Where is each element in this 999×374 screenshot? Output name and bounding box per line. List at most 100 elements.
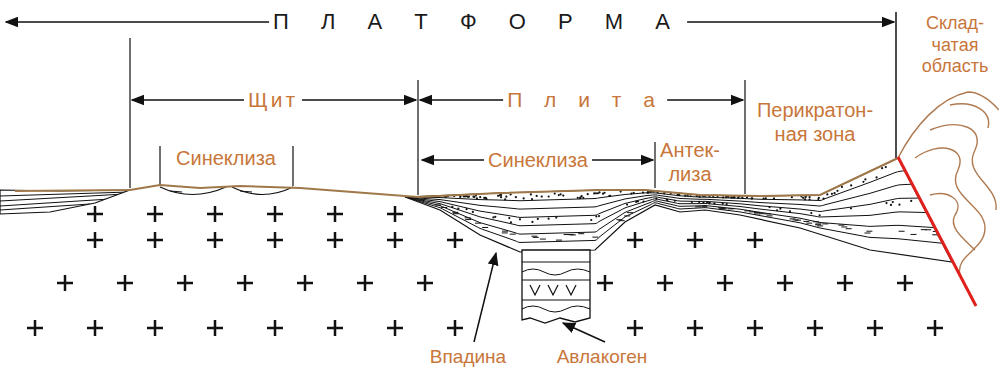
leader-arrow [474,253,496,342]
clay-dash [531,236,537,237]
sand-dot [822,198,824,200]
sand-dot [479,196,481,198]
sand-dot [924,162,926,164]
sand-dot [706,201,708,203]
clay-dash [925,229,931,230]
clay-dash [502,231,508,232]
basement-cross [267,320,283,336]
sand-dot [836,190,838,192]
clay-dash [441,207,447,208]
sand-dot [590,219,592,221]
clay-dash [899,231,905,232]
basement-cross [747,320,763,336]
sand-dot [492,216,494,218]
sand-dot [944,164,946,166]
sand-dot [810,212,812,214]
sand-dot [905,161,907,163]
sand-dot [943,208,945,210]
sand-dot [881,167,883,169]
clay-dash [475,223,481,224]
sand-dot [850,207,852,209]
sand-dot [558,194,560,196]
callout-label: Впадина [426,346,510,369]
region-title: П Л А Т Ф О Р М А [269,9,687,35]
sand-dot [548,218,550,220]
clay-dash [838,225,844,226]
sand-dot [942,159,944,161]
aulacogen-graben [522,250,590,323]
sand-dot [833,192,835,194]
sand-dot [637,200,639,202]
sand-dot [944,159,946,161]
basement-cross [657,275,673,291]
layer-line [0,192,130,196]
basement-cross [27,320,43,336]
structure-label: Синеклиза [484,148,592,172]
sand-dot [751,197,753,199]
basement-cross [297,275,313,291]
clay-dash [754,213,760,214]
leader-arrow [563,323,605,342]
sand-dot [943,165,945,167]
sand-dot [789,210,791,212]
sand-dot [737,197,739,199]
sand-dot [709,201,711,203]
sand-dot [938,156,940,158]
sand-dot [531,221,533,223]
sand-dot [537,218,539,220]
sand-dot [666,199,668,201]
sand-dot [850,184,852,186]
sand-dot [677,194,679,196]
sand-dot [684,195,686,197]
sand-dot [776,209,778,211]
sand-dot [642,200,644,202]
sand-dot [890,204,892,206]
basement-cross [357,275,373,291]
sand-dot [587,193,589,195]
clay-dash [502,232,508,233]
clay-dash [790,218,796,219]
sand-dot [875,176,877,178]
clay-dash [754,212,760,213]
boundary-tick [417,80,418,195]
sand-dot [467,196,469,198]
basement-cross [147,320,163,336]
basement-cross [627,320,643,336]
sand-dot [515,196,517,198]
sand-dot [608,195,610,197]
clay-dash [765,213,771,214]
sand-dot [713,202,715,204]
sand-dot [885,166,887,168]
sand-dot [476,197,478,199]
basement-cross [387,206,403,222]
basement-cross [387,320,403,336]
sand-dot [635,201,637,203]
sand-dot [937,202,939,204]
basement-cross [717,275,733,291]
sand-dot [666,199,668,201]
edge-layers [0,192,130,210]
sand-dot [892,201,894,203]
sand-dot [655,198,657,200]
sand-dot [510,221,512,223]
sand-dot [808,198,810,200]
zone-label: Склад- чатая область [922,13,989,78]
structure-label: Антек- лиза [660,138,720,186]
clay-dash [619,220,625,221]
sand-dot [472,196,474,198]
sand-dot [928,158,930,160]
clay-dash [453,213,459,214]
clay-dash [568,234,574,235]
clay-dash [578,233,584,234]
basement-cross [597,275,613,291]
sand-dot [548,195,550,197]
sand-dot [885,202,887,204]
sand-dot [741,196,743,198]
sand-dot [597,192,599,194]
basement-cross [87,320,103,336]
boundary-tick [292,146,293,186]
sand-dot [581,195,583,197]
clay-dash [822,223,828,224]
